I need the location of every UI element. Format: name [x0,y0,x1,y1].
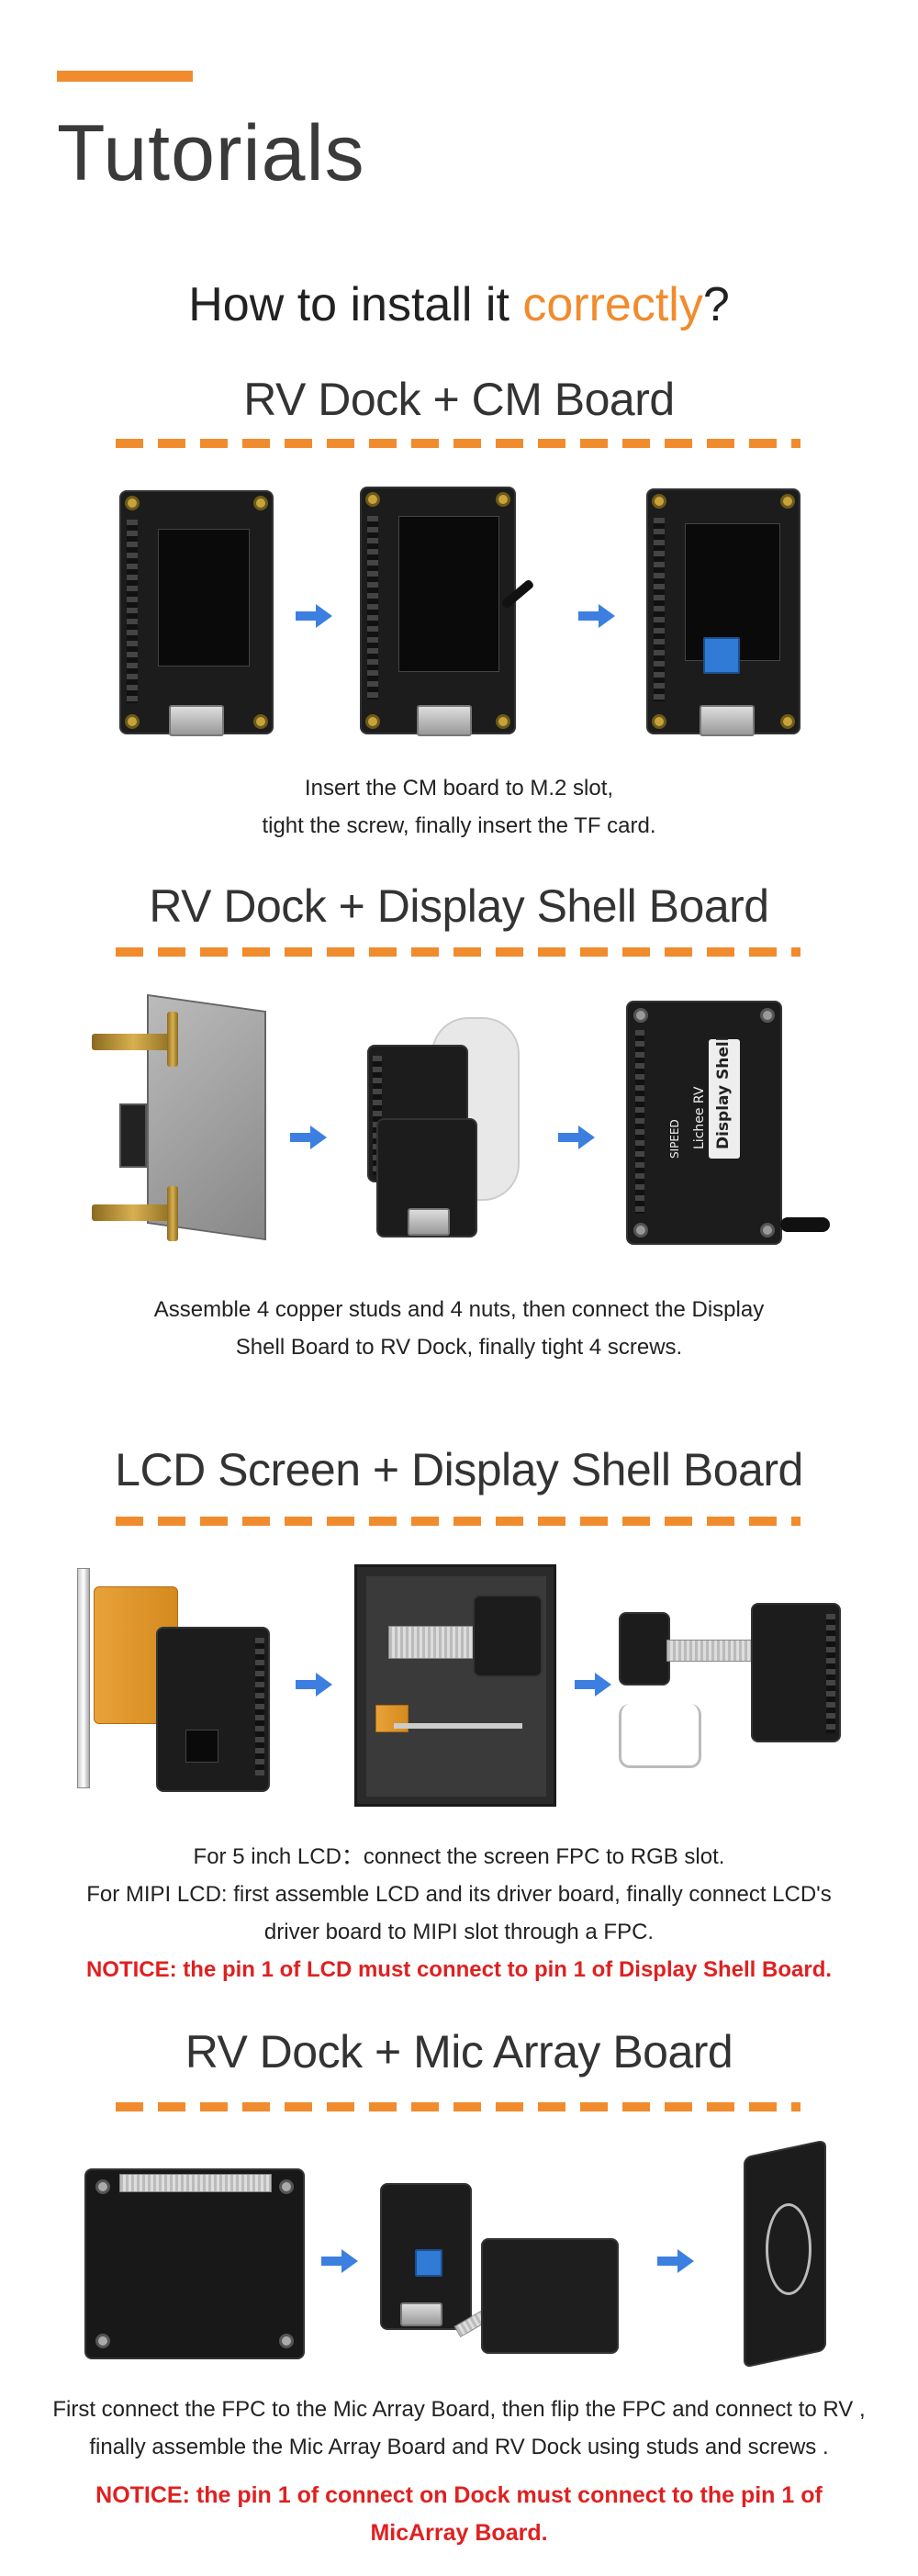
display-shell-assembly-image [340,1017,523,1238]
page-title: Tutorials [57,109,365,197]
section-title-mic-array: RV Dock + Mic Array Board [185,2026,733,2078]
headline-prefix: How to install it [188,278,523,331]
arrow-right-icon [657,2249,694,2273]
caption-line: driver board to MIPI slot through a FPC. [263,1920,655,1944]
caption-line: For MIPI LCD: first assemble LCD and its… [86,1882,832,1907]
arrow-right-icon [290,1126,327,1149]
section-title-lcd: LCD Screen + Display Shell Board [115,1444,803,1495]
header-accent-bar [57,71,193,82]
arrow-right-icon [296,604,332,628]
section-caption-mic-array: First connect the FPC to the Mic Array B… [0,2391,918,2466]
section-caption-display-shell: Assemble 4 copper studs and 4 nuts, then… [0,1291,918,1366]
display-shell-studs-image [92,993,275,1241]
caption-line: Shell Board to RV Dock, finally tight 4 … [235,1335,683,1360]
lcd-driver-connected-image [615,1603,841,1786]
mipi-lcd-assembly-image [354,1564,556,1807]
section-title-cm-board: RV Dock + CM Board [243,374,675,425]
arrow-right-icon [296,1673,332,1697]
headline-highlight: correctly [522,278,703,331]
cable-icon [780,1217,830,1232]
caption-line: First connect the FPC to the Mic Array B… [52,2397,866,2422]
lcd-fpc-image [73,1568,272,1796]
section-divider [116,439,800,448]
board-brand-text: SIPEED [668,1119,681,1159]
notice-text: NOTICE: the pin 1 of LCD must connect to… [85,1957,833,1982]
arrow-right-icon [321,2249,358,2273]
rv-dock-board-image-3 [646,488,800,736]
arrow-right-icon [578,604,615,628]
section-divider [116,2102,800,2111]
arrow-right-icon [575,1673,611,1697]
display-shell-board-image: SIPEED Lichee RV Display Shell [626,1001,782,1245]
section-divider [116,947,800,957]
section-caption-cm-board: Insert the CM board to M.2 slot, tight t… [0,769,918,845]
arrow-right-icon [558,1126,595,1149]
caption-line: Insert the CM board to M.2 slot, [304,776,614,801]
dock-mic-array-assembly-image [380,2174,619,2354]
headline: How to install it correctly? [0,277,918,332]
section-title-display-shell: RV Dock + Display Shell Board [149,880,769,932]
notice-text-mic-array: NOTICE: the pin 1 of connect on Dock mus… [0,2477,918,2552]
section-caption-lcd: For 5 inch LCD：connect the screen FPC to… [0,1838,918,1988]
rv-dock-board-image-1 [119,490,274,736]
caption-line: tight the screw, finally insert the TF c… [262,813,656,838]
rv-dock-board-image-2 [360,487,535,736]
caption-line: finally assemble the Mic Array Board and… [89,2435,829,2459]
headline-suffix: ? [702,278,730,331]
caption-line: For 5 inch LCD：connect the screen FPC to… [193,1844,725,1869]
mic-array-stack-image [725,2139,828,2369]
board-product-text: Display Shell [714,1036,733,1149]
caption-line: Assemble 4 copper studs and 4 nuts, then… [153,1297,765,1322]
section-divider [116,1517,800,1526]
notice-line: NOTICE: the pin 1 of connect on Dock mus… [95,2482,823,2508]
notice-line: MicArray Board. [370,2520,548,2546]
board-name-text: Lichee RV [692,1086,707,1149]
mic-array-board-image [84,2168,305,2359]
